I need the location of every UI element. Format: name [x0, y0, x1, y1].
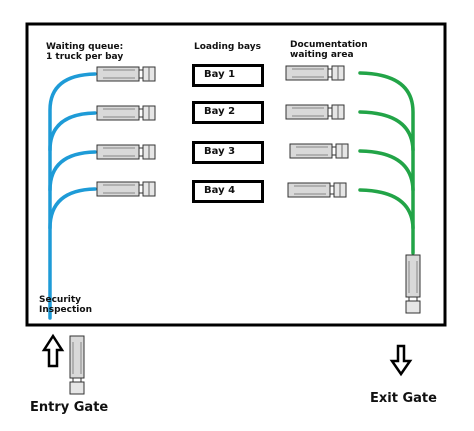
truck-icon	[287, 182, 347, 198]
entry-route-line	[48, 187, 97, 230]
entry-route-line	[48, 150, 97, 192]
up-arrow-icon	[41, 333, 65, 368]
truck-icon	[285, 104, 345, 120]
entry-route-line	[48, 72, 97, 320]
exit-routes	[358, 71, 415, 255]
exit-gate-label: Exit Gate	[370, 391, 437, 406]
exit-route-line	[358, 110, 415, 152]
facility-boundary	[25, 22, 447, 327]
truck-icon	[96, 66, 156, 82]
truck-icon	[69, 335, 85, 395]
truck-icon	[96, 181, 156, 197]
down-arrow-icon	[389, 344, 413, 377]
entry-gate-label: Entry Gate	[30, 400, 109, 415]
bay-3: Bay 3	[192, 141, 264, 164]
bay-4: Bay 4	[192, 180, 264, 203]
truck-icon	[289, 143, 349, 159]
entry-routes	[48, 72, 97, 320]
waiting-queue-label: Waiting queue: 1 truck per bay	[46, 42, 124, 62]
truck-icon	[96, 105, 156, 121]
exit-route-line	[358, 149, 415, 192]
bay-2: Bay 2	[192, 101, 264, 124]
loading-bays-label: Loading bays	[194, 42, 261, 52]
documentation-trucks	[285, 65, 349, 198]
security-inspection-label: Security Inspection	[39, 295, 92, 315]
entry-route-line	[48, 111, 97, 152]
truck-icon	[96, 144, 156, 160]
waiting-queue-trucks	[96, 66, 156, 197]
truck-icon	[405, 254, 421, 314]
truck-icon	[285, 65, 345, 81]
documentation-label: Documentation waiting area	[290, 40, 368, 60]
bay-1: Bay 1	[192, 64, 264, 87]
exit-route-line	[358, 188, 415, 230]
exit-route-line	[358, 71, 415, 255]
